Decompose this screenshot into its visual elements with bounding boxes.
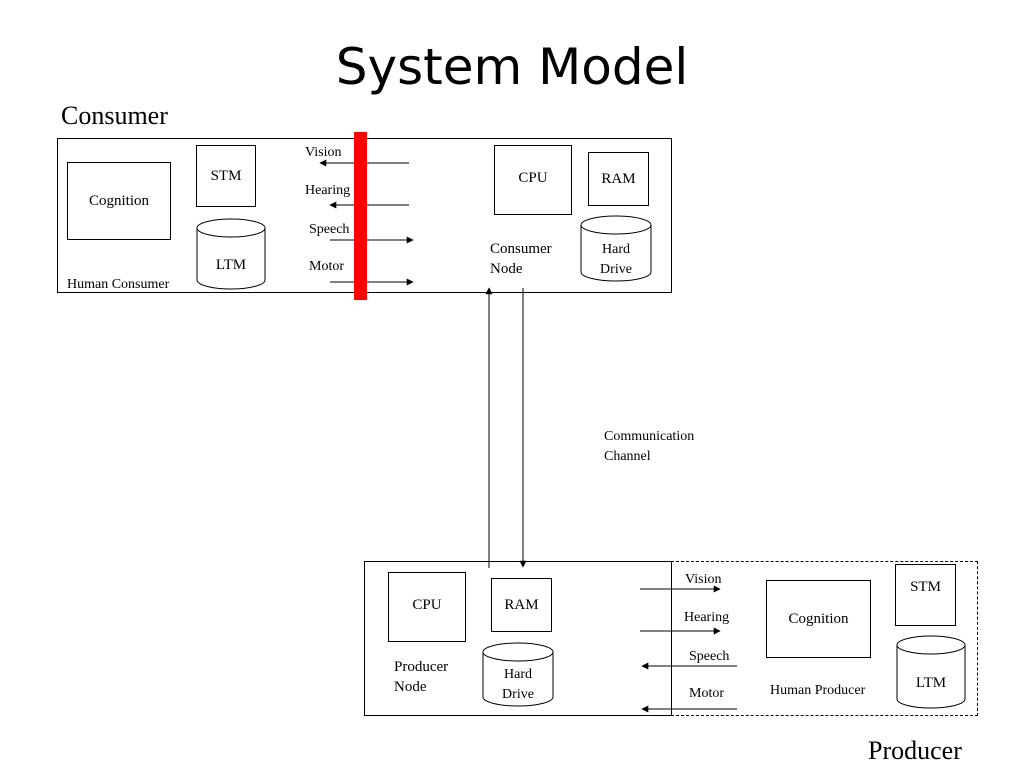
producer-heading: Producer <box>868 736 962 765</box>
consumer-ram-label: RAM <box>601 170 636 187</box>
producer-hearing-label: Hearing <box>684 610 730 625</box>
consumer-drive-label-1: Hard <box>602 242 630 257</box>
producer-ram-label: RAM <box>504 596 539 613</box>
producer-cognition-box: Cognition <box>766 580 871 658</box>
consumer-node-label-line1: Consumer <box>490 241 552 257</box>
producer-cpu-box: CPU <box>388 572 466 642</box>
producer-node-label-line2: Node <box>394 679 427 695</box>
producer-stm-label: STM <box>910 579 941 595</box>
producer-hard-drive-cylinder: Hard Drive <box>482 642 554 707</box>
consumer-stm-label: STM <box>210 167 242 184</box>
consumer-cognition-label: Cognition <box>88 192 149 209</box>
consumer-drive-label-2: Drive <box>600 262 632 277</box>
consumer-node-label: Consumer Node <box>490 239 552 279</box>
communication-channel-line2: Channel <box>604 449 651 464</box>
producer-cpu-label: CPU <box>412 597 442 613</box>
consumer-ltm-label: LTM <box>216 257 246 273</box>
consumer-barrier <box>354 132 367 300</box>
consumer-heading: Consumer <box>61 101 168 130</box>
producer-ltm-label: LTM <box>916 675 946 691</box>
consumer-human-label: Human Consumer <box>67 277 170 292</box>
consumer-cpu-label: CPU <box>518 170 548 186</box>
communication-channel-label: Communication Channel <box>604 427 694 467</box>
consumer-node-label-line2: Node <box>490 261 523 277</box>
consumer-stm-box: STM <box>196 145 256 207</box>
producer-vision-label: Vision <box>685 572 722 587</box>
consumer-cpu-box: CPU <box>494 145 572 215</box>
producer-ltm-cylinder: LTM <box>896 635 966 709</box>
consumer-hearing-label: Hearing <box>305 183 351 198</box>
producer-stm-box: STM <box>895 564 956 626</box>
producer-node-label-line1: Producer <box>394 659 449 675</box>
producer-ram-box: RAM <box>491 578 552 632</box>
producer-speech-label: Speech <box>689 649 730 664</box>
consumer-motor-label: Motor <box>309 259 344 274</box>
producer-node-label: Producer Node <box>394 657 448 697</box>
consumer-vision-label: Vision <box>305 145 342 160</box>
producer-drive-label-1: Hard <box>504 667 532 682</box>
consumer-speech-label: Speech <box>309 222 350 237</box>
consumer-cognition-box: Cognition <box>67 162 171 240</box>
producer-human-label: Human Producer <box>770 683 866 698</box>
producer-cognition-label: Cognition <box>788 610 849 627</box>
page-title: System Model <box>335 38 689 96</box>
consumer-hard-drive-cylinder: Hard Drive <box>580 215 652 282</box>
consumer-ltm-cylinder: LTM <box>196 218 266 290</box>
producer-human-box <box>671 561 978 716</box>
producer-drive-label-2: Drive <box>502 687 534 702</box>
communication-channel-line1: Communication <box>604 429 695 444</box>
consumer-ram-box: RAM <box>588 152 649 206</box>
producer-motor-label: Motor <box>689 686 724 701</box>
